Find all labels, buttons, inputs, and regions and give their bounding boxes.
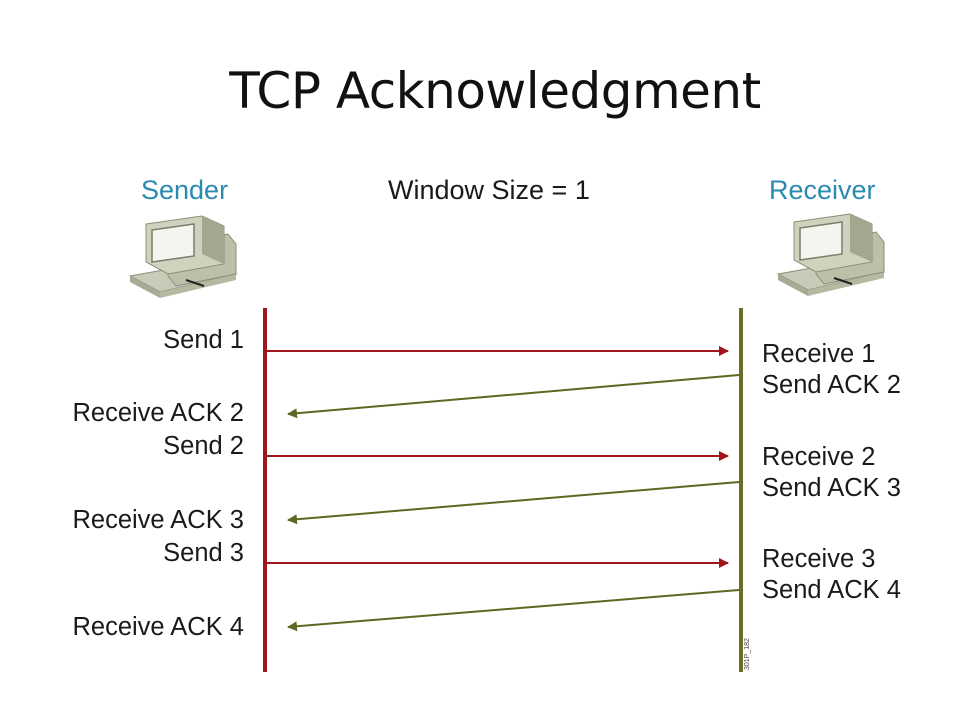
- sender-label: Sender: [141, 175, 229, 205]
- receiver-label: Receiver: [769, 175, 876, 205]
- receiver-event-send-ack-2: Send ACK 2: [762, 371, 901, 399]
- receiver-event-send-ack-3: Send ACK 3: [762, 474, 901, 502]
- figure-id: 301P_182: [744, 638, 751, 670]
- receiver-event-send-ack-4: Send ACK 4: [762, 576, 901, 604]
- sender-event-send-3: Send 3: [163, 539, 244, 567]
- receiver-event-receive-1: Receive 1: [762, 340, 876, 368]
- sender-event-send-1: Send 1: [163, 326, 244, 354]
- sender-event-send-2: Send 2: [163, 432, 244, 460]
- ack-arrow-4: [287, 589, 740, 632]
- sender-event-receive-ack-3: Receive ACK 3: [72, 506, 244, 534]
- receiver-event-receive-3: Receive 3: [762, 545, 876, 573]
- ack-arrow-3: [287, 481, 740, 525]
- ack-arrow-2: [287, 374, 740, 419]
- sender-computer-icon: [128, 215, 238, 298]
- sender-event-receive-ack-2: Receive ACK 2: [72, 399, 244, 427]
- receiver-computer-icon: [776, 213, 886, 296]
- sender-event-receive-ack-4: Receive ACK 4: [72, 613, 244, 641]
- receiver-event-receive-2: Receive 2: [762, 443, 876, 471]
- window-size-label: Window Size = 1: [388, 175, 590, 205]
- page-title: TCP Acknowledgment: [229, 62, 761, 120]
